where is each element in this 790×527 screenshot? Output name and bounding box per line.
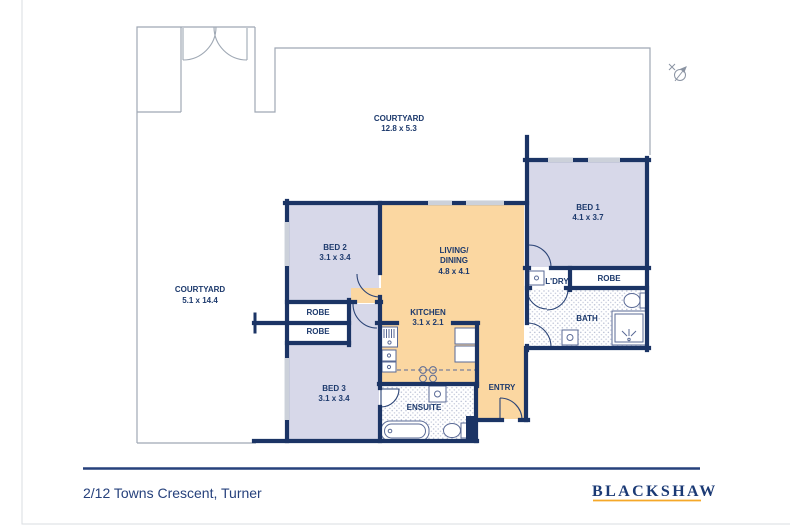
brand-logo: BLACKSHAW	[592, 483, 718, 500]
walls	[251, 134, 652, 444]
property-address: 2/12 Towns Crescent, Turner	[83, 485, 262, 501]
room-labels: COURTYARD 12.8 x 5.3 COURTYARD 5.1 x 14.…	[175, 114, 621, 412]
kitchen-fixtures	[381, 326, 477, 383]
kitchen-dims: 3.1 x 2.1	[412, 318, 444, 327]
courtyard-outline	[136, 26, 651, 444]
hall-nook-floor	[351, 288, 382, 303]
bath-label: BATH	[576, 314, 598, 323]
robe-bed1-label: ROBE	[597, 274, 621, 283]
bath-basin	[561, 329, 579, 346]
bed-3-door	[352, 303, 378, 329]
north-compass-icon	[668, 63, 687, 82]
ensuite-toilet	[443, 422, 469, 439]
bed-3-dims: 3.1 x 3.4	[318, 394, 350, 403]
courtyard-top-label: COURTYARD	[374, 114, 425, 123]
laundry-door-right	[546, 288, 569, 311]
bed-2-dims: 3.1 x 3.4	[319, 253, 351, 262]
fridge	[454, 327, 477, 345]
gate-doors	[182, 26, 248, 61]
footer: 2/12 Towns Crescent, Turner BLACKSHAW	[83, 467, 718, 502]
courtyard-top-dims: 12.8 x 5.3	[381, 124, 417, 133]
courtyard-left-label: COURTYARD	[175, 285, 226, 294]
shower	[611, 310, 647, 346]
living-label-line2: DINING	[440, 256, 468, 265]
living-label-line1: LIVING/	[440, 246, 470, 255]
kitchen-label: KITCHEN	[410, 308, 446, 317]
bed-1-label: BED 1	[576, 203, 600, 212]
laundry-label: L'DRY	[545, 277, 569, 286]
bed-2-floor	[289, 205, 379, 301]
bed-1-floor	[527, 162, 646, 267]
bed-3-label: BED 3	[322, 384, 346, 393]
living-dims: 4.8 x 4.1	[438, 267, 470, 276]
page-border	[21, 0, 790, 525]
entry-hall-floor	[477, 268, 524, 419]
corner-block	[466, 416, 477, 442]
bed-3-floor	[289, 304, 379, 440]
ensuite-fixtures	[380, 385, 469, 442]
robe-1-label: ROBE	[306, 308, 330, 317]
ensuite-label: ENSUITE	[407, 403, 442, 412]
pantry	[454, 345, 477, 363]
entry-label: ENTRY	[489, 383, 516, 392]
ensuite-basin	[428, 385, 447, 403]
bath-fixtures	[528, 270, 647, 346]
door-swings	[352, 244, 569, 421]
bath-door	[526, 322, 552, 348]
bath-toilet	[623, 292, 647, 309]
bed-1-dims: 4.1 x 3.7	[572, 213, 604, 222]
entry-door	[499, 397, 523, 421]
bed-1-door	[528, 244, 552, 268]
robe-2-label: ROBE	[306, 327, 330, 336]
bed-2-label: BED 2	[323, 243, 347, 252]
windows	[284, 157, 620, 420]
washing-machine	[528, 270, 545, 286]
bed-2-door	[356, 273, 381, 298]
courtyard-left-dims: 5.1 x 14.4	[182, 296, 218, 305]
